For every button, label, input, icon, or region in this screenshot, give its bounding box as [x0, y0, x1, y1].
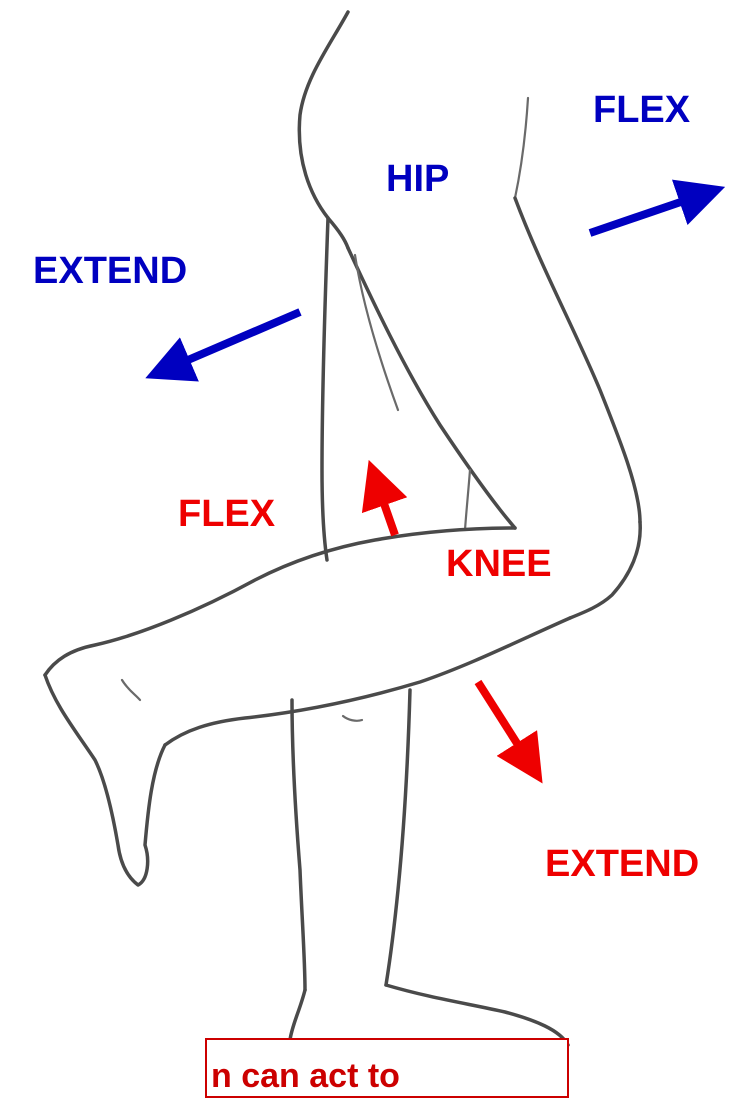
standing-shin-back-outline: [292, 700, 305, 990]
hip-extend-label: EXTEND: [33, 252, 187, 290]
knee-outline: [570, 522, 640, 618]
raised-thigh-front-outline: [515, 198, 640, 522]
standing-thigh-back-outline: [322, 218, 328, 560]
knee-extend-label: EXTEND: [545, 845, 699, 883]
hip-flex-label: FLEX: [593, 91, 690, 129]
abdomen-outline: [515, 98, 528, 198]
buttock-outline: [299, 12, 348, 248]
knee-extend-arrow-icon: [478, 682, 534, 770]
arrows: [160, 192, 710, 770]
raised-thigh-inner-outline: [348, 248, 515, 528]
thigh-shadow-line: [465, 470, 470, 530]
caption-box: n can act to: [205, 1038, 569, 1098]
standing-ankle-line: [343, 716, 362, 721]
knee-label: KNEE: [446, 545, 552, 583]
ankle-bone-line: [122, 680, 140, 700]
knee-flex-arrow-icon: [374, 475, 395, 535]
hip-label: HIP: [386, 160, 449, 198]
standing-shin-front-outline: [386, 690, 410, 985]
knee-flex-label: FLEX: [178, 495, 275, 533]
calf-upper-outline: [45, 528, 515, 675]
caption-text: n can act to: [211, 1057, 400, 1096]
raised-foot-outline: [45, 675, 165, 885]
leg-diagram: [0, 0, 740, 1076]
leg-outline: [45, 12, 640, 1059]
hip-flex-arrow-icon: [590, 192, 710, 233]
hip-extend-arrow-icon: [160, 312, 300, 372]
